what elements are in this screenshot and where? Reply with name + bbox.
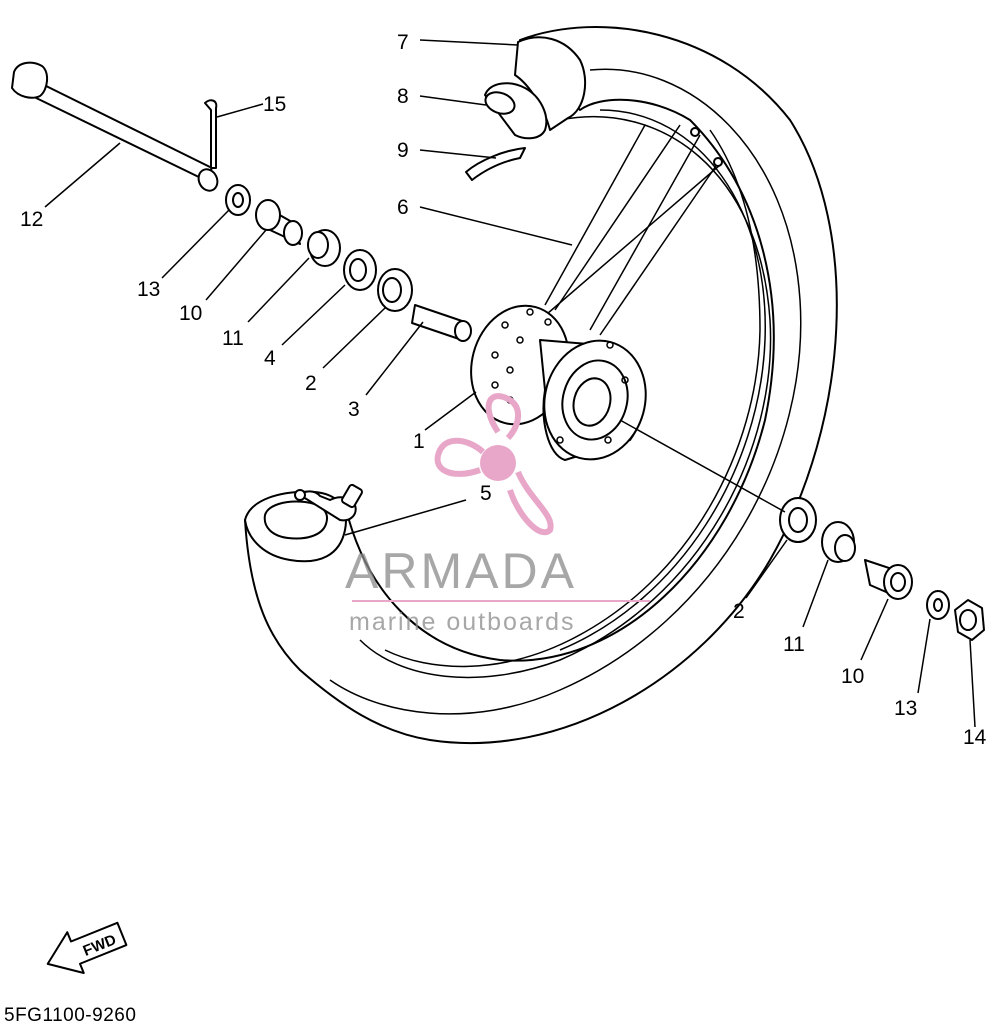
tube (484, 82, 548, 140)
spacer-3 (411, 304, 472, 342)
right-washer-13 (926, 590, 950, 620)
watermark-brand: ARMADA (345, 543, 577, 599)
callout-13[interactable]: 13 (137, 278, 160, 301)
callout-11-right[interactable]: 11 (783, 633, 805, 656)
callout-14[interactable]: 14 (963, 726, 987, 749)
callout-4[interactable]: 4 (264, 347, 276, 370)
right-oil-seal-11 (821, 521, 856, 563)
left-collar-10 (255, 199, 303, 246)
callout-15[interactable]: 15 (263, 93, 286, 116)
leader-lines (44, 39, 976, 728)
right-bearing-2 (779, 497, 817, 543)
callout-9[interactable]: 9 (397, 139, 409, 162)
callout-2-right[interactable]: 2 (733, 600, 745, 623)
callout-7[interactable]: 7 (397, 31, 409, 54)
left-bearing-4 (343, 249, 377, 291)
callout-5[interactable]: 5 (480, 482, 492, 505)
callout-3[interactable]: 3 (348, 398, 360, 421)
axle (11, 61, 219, 192)
left-washer-13 (225, 184, 251, 216)
diagram-code: 5FG1100-9260 (4, 1005, 136, 1026)
callout-10-right[interactable]: 10 (841, 665, 864, 688)
cotter-pin (204, 99, 218, 169)
fwd-arrow: FWD (46, 921, 128, 975)
callout-10[interactable]: 10 (179, 302, 202, 325)
callout-1[interactable]: 1 (413, 430, 425, 453)
watermark: ARMADA marine outboards (345, 393, 650, 636)
callout-8[interactable]: 8 (397, 85, 409, 108)
callout-12[interactable]: 12 (20, 208, 43, 231)
left-oil-seal-11 (307, 229, 341, 267)
right-collar-10 (864, 559, 913, 600)
callout-labels: 7 8 9 6 15 12 13 10 11 4 2 3 1 5 2 11 10… (20, 31, 987, 749)
rim-band (465, 147, 526, 181)
hub (470, 304, 647, 461)
propeller-logo-icon (434, 393, 554, 536)
callout-2[interactable]: 2 (305, 372, 317, 395)
callout-11[interactable]: 11 (222, 327, 244, 350)
spokes (539, 124, 723, 336)
valve (294, 483, 363, 522)
left-bearing-2 (377, 268, 413, 312)
callout-6[interactable]: 6 (397, 196, 409, 219)
watermark-tagline: marine outboards (349, 608, 576, 636)
callout-13-right[interactable]: 13 (894, 697, 917, 720)
axle-nut-14 (954, 599, 985, 641)
